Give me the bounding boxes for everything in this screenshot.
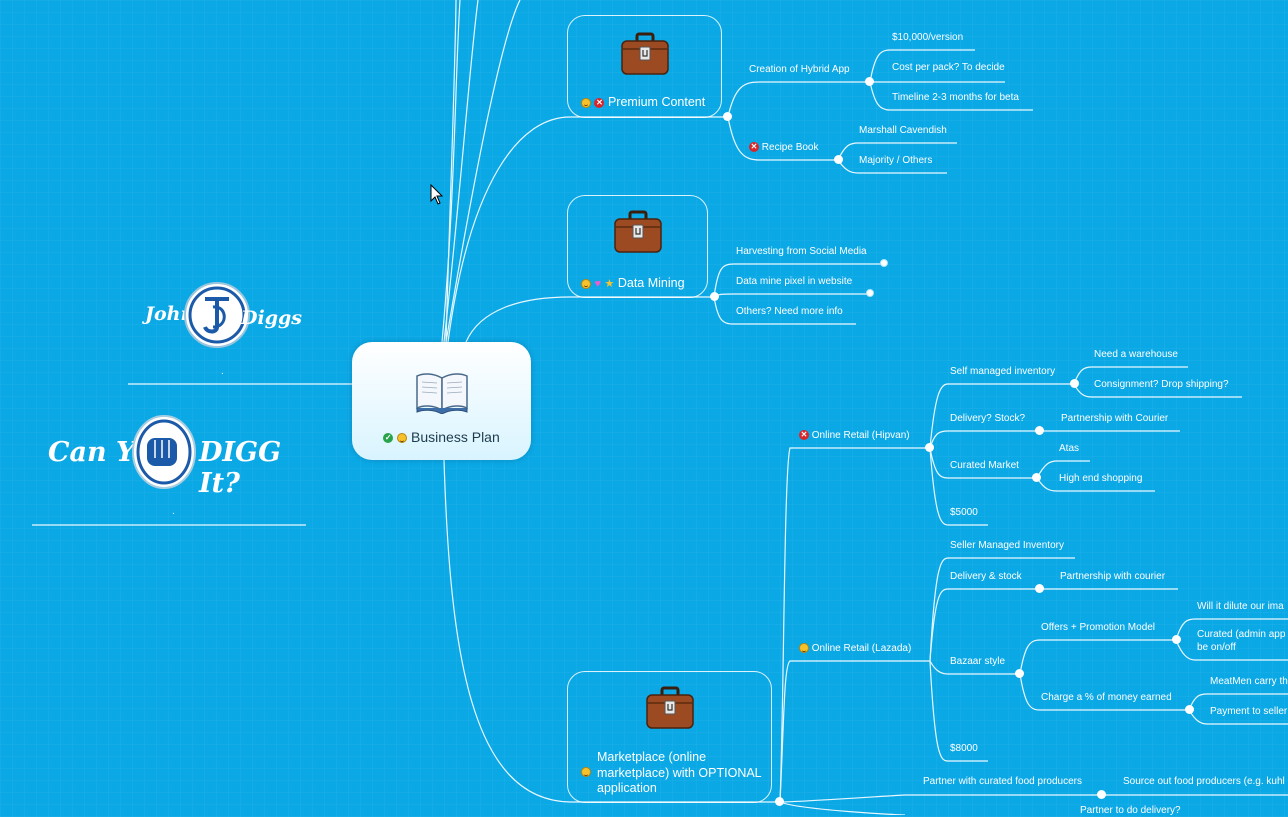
- star-icon: ★: [604, 277, 615, 290]
- root-node-business-plan[interactable]: ✓ Business Plan: [352, 342, 531, 460]
- mouse-cursor-icon: [430, 184, 444, 205]
- cross-icon: ✕: [799, 430, 809, 441]
- topic-partnership-with-courier[interactable]: Partnership with courier: [1060, 571, 1166, 582]
- collapse-toggle[interactable]: [1035, 426, 1044, 435]
- topic-curated-admin[interactable]: Curated (admin app: [1197, 629, 1286, 640]
- collapse-toggle[interactable]: [775, 797, 784, 806]
- topic-partnership-courier[interactable]: Partnership with Courier: [1061, 413, 1169, 424]
- smiley-icon: [581, 767, 591, 777]
- collapse-toggle[interactable]: [865, 77, 874, 86]
- collapse-toggle[interactable]: [1070, 379, 1079, 388]
- topic-harvesting[interactable]: Harvesting from Social Media: [736, 246, 867, 257]
- marketplace-label-line1: Marketplace (online: [597, 750, 707, 764]
- topic-offers-promotion[interactable]: Offers + Promotion Model: [1041, 622, 1156, 633]
- book-icon: [416, 373, 468, 414]
- topic-on-off[interactable]: be on/off: [1197, 642, 1236, 653]
- topic-data-mine-pixel[interactable]: Data mine pixel in website: [736, 276, 853, 287]
- lazada-label: Online Retail (Lazada): [811, 643, 912, 654]
- marketplace-node[interactable]: Marketplace (online marketplace) with OP…: [567, 671, 772, 803]
- topic-price-5000[interactable]: $5000: [950, 507, 978, 518]
- data-mining-label: Data Mining: [617, 276, 685, 290]
- topic-curated-market[interactable]: Curated Market: [950, 460, 1019, 471]
- can-you-digg-it-logo: Can You DIGG It?: [48, 413, 303, 499]
- cross-icon: ✕: [594, 97, 605, 108]
- heart-icon: ♥: [594, 277, 602, 290]
- topic-delivery-stock[interactable]: Delivery? Stock?: [950, 413, 1026, 424]
- logo-digg-it: DIGG It?: [199, 437, 282, 499]
- link-marker[interactable]: [866, 289, 874, 297]
- hipvan-label: Online Retail (Hipvan): [811, 430, 910, 441]
- briefcase-icon: [613, 210, 662, 253]
- collapse-toggle[interactable]: [1035, 584, 1044, 593]
- collapse-toggle[interactable]: [723, 112, 732, 121]
- briefcase-icon: [645, 686, 694, 729]
- topic-cost-per-pack[interactable]: Cost per pack? To decide: [892, 62, 1005, 73]
- smiley-icon: [581, 278, 591, 289]
- topic-partner-curated[interactable]: Partner with curated food producers: [923, 776, 1082, 787]
- smiley-icon: [799, 643, 809, 654]
- topic-seller-managed[interactable]: Seller Managed Inventory: [950, 540, 1064, 551]
- collapse-toggle[interactable]: [1172, 635, 1181, 644]
- collapse-toggle[interactable]: [1185, 705, 1194, 714]
- topic-meatmen-carry[interactable]: MeatMen carry th: [1210, 676, 1288, 687]
- link-marker[interactable]: [880, 259, 888, 267]
- topic-majority[interactable]: Majority / Others: [859, 155, 933, 166]
- topic-self-managed-inventory[interactable]: Self managed inventory: [950, 366, 1056, 377]
- topic-timeline[interactable]: Timeline 2-3 months for beta: [892, 92, 1019, 103]
- root-label: Business Plan: [411, 429, 500, 445]
- topic-hybrid-app[interactable]: Creation of Hybrid App: [749, 64, 850, 75]
- john-diggs-logo: John Diggs: [145, 281, 302, 351]
- topic-marshall[interactable]: Marshall Cavendish: [859, 125, 947, 136]
- dot-label: .: [172, 506, 175, 517]
- topic-online-retail-lazada[interactable]: Online Retail (Lazada): [799, 643, 911, 655]
- topic-high-end-shopping[interactable]: High end shopping: [1059, 473, 1143, 484]
- smiley-icon: [581, 97, 591, 108]
- collapse-toggle[interactable]: [1015, 669, 1024, 678]
- topic-bazaar-style[interactable]: Bazaar style: [950, 656, 1006, 667]
- topic-recipe-book[interactable]: ✕ Recipe Book: [749, 142, 818, 154]
- cross-icon: ✕: [749, 142, 759, 153]
- collapse-toggle[interactable]: [1097, 790, 1106, 799]
- topic-charge-percent[interactable]: Charge a % of money earned: [1041, 692, 1172, 703]
- topic-consignment[interactable]: Consignment? Drop shipping?: [1094, 379, 1229, 390]
- collapse-toggle[interactable]: [1032, 473, 1041, 482]
- premium-content-node[interactable]: ✕ Premium Content: [567, 15, 722, 118]
- collapse-toggle[interactable]: [834, 155, 843, 164]
- topic-payment-seller[interactable]: Payment to seller: [1210, 706, 1288, 717]
- check-icon: ✓: [383, 433, 394, 444]
- data-mining-node[interactable]: ♥ ★ Data Mining: [567, 195, 708, 298]
- topic-atas[interactable]: Atas: [1059, 443, 1080, 454]
- fist-emblem-icon: [132, 415, 196, 489]
- jd-emblem-icon: [184, 282, 250, 348]
- marketplace-label-line2: marketplace) with OPTIONAL: [597, 765, 762, 780]
- topic-price-version[interactable]: $10,000/version: [892, 32, 964, 43]
- topic-others[interactable]: Others? Need more info: [736, 306, 843, 317]
- marketplace-label-line3: application: [597, 781, 657, 795]
- collapse-toggle[interactable]: [710, 292, 719, 301]
- topic-online-retail-hipvan[interactable]: ✕ Online Retail (Hipvan): [799, 430, 910, 442]
- briefcase-icon: [620, 32, 669, 75]
- topic-price-8000[interactable]: $8000: [950, 743, 978, 754]
- topic-dilute-image[interactable]: Will it dilute our ima: [1197, 601, 1284, 612]
- topic-partner-delivery[interactable]: Partner to do delivery?: [1080, 805, 1181, 816]
- smiley-icon: [397, 433, 408, 444]
- premium-label: Premium Content: [607, 95, 706, 109]
- topic-source-food[interactable]: Source out food producers (e.g. kuhl: [1123, 776, 1285, 787]
- topic-need-warehouse[interactable]: Need a warehouse: [1094, 349, 1178, 360]
- logo-diggs: Diggs: [241, 307, 302, 329]
- logo-john: John: [145, 303, 195, 325]
- recipe-book-label: Recipe Book: [761, 142, 819, 153]
- dot-label: .: [221, 366, 224, 377]
- collapse-toggle[interactable]: [925, 443, 934, 452]
- topic-delivery-and-stock[interactable]: Delivery & stock: [950, 571, 1022, 582]
